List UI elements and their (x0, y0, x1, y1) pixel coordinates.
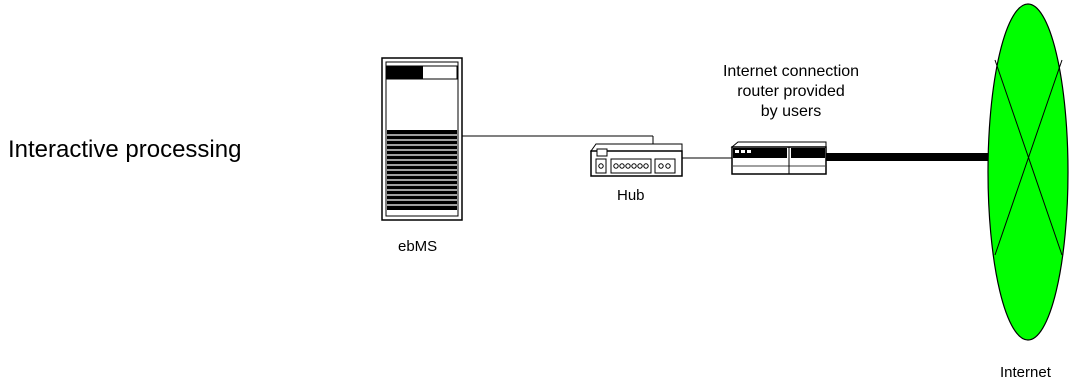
hub-icon (590, 143, 683, 177)
diagram-title: Interactive processing (8, 136, 242, 163)
internet-cloud-icon (987, 3, 1069, 341)
internet-label: Internet (1000, 364, 1051, 381)
hub-label: Hub (617, 187, 645, 204)
router-icon (730, 141, 827, 175)
router-label: Internet connection router provided by u… (722, 63, 860, 120)
server-label: ebMS (398, 238, 438, 255)
server-icon (381, 57, 463, 221)
